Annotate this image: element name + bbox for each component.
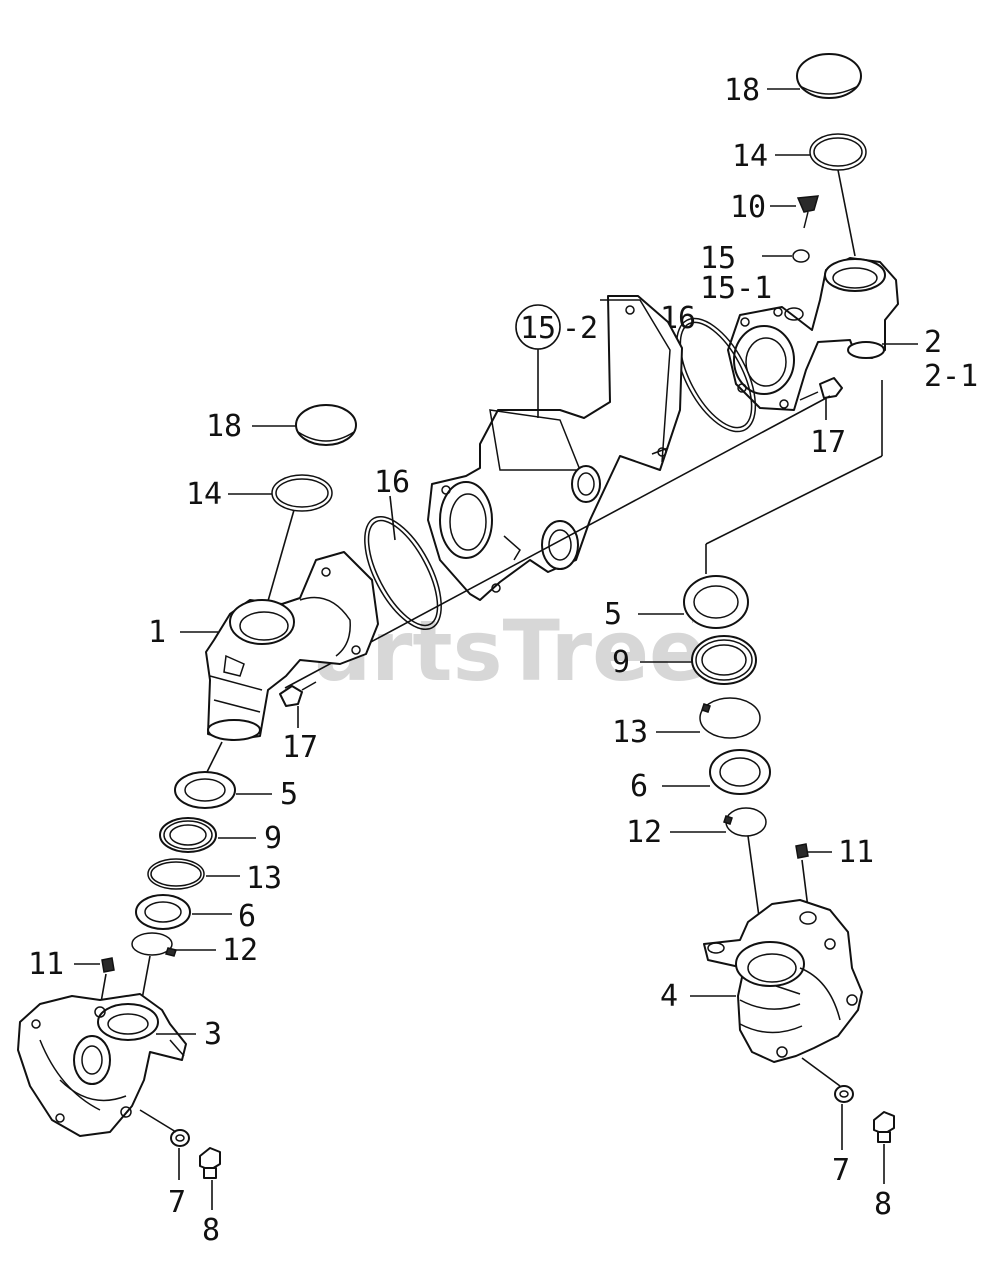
part-17-bolt-right[interactable] bbox=[799, 377, 843, 401]
label-3: 3 bbox=[204, 1017, 222, 1052]
part-7-washer-right[interactable] bbox=[834, 1085, 854, 1103]
part-11-plug-left[interactable] bbox=[101, 957, 115, 973]
label-13-right: 13 bbox=[612, 715, 648, 750]
part-3-lower-housing-left[interactable] bbox=[17, 993, 187, 1137]
part-13-snap-ring-left[interactable] bbox=[147, 858, 205, 890]
part-12-snap-ring-left[interactable] bbox=[131, 932, 177, 957]
label-4: 4 bbox=[660, 979, 678, 1014]
part-2-upper-housing-right[interactable] bbox=[727, 257, 899, 411]
part-6-seal-left[interactable] bbox=[135, 894, 191, 930]
part-18-cap-top[interactable] bbox=[796, 53, 862, 99]
part-16-gasket-right[interactable] bbox=[660, 306, 771, 444]
label-17-right: 17 bbox=[810, 425, 846, 460]
part-15-o-ring[interactable] bbox=[792, 249, 810, 263]
label-15: 15 bbox=[700, 241, 736, 276]
part-5-seal-left[interactable] bbox=[174, 771, 236, 809]
label-13-left: 13 bbox=[246, 861, 282, 896]
label-17-left: 17 bbox=[282, 730, 318, 765]
part-15-2-axle-tube[interactable] bbox=[427, 295, 683, 601]
label-9-right: 9 bbox=[612, 645, 630, 680]
label-5-left: 5 bbox=[280, 777, 298, 812]
part-5-seal-right[interactable] bbox=[683, 575, 749, 629]
label-7-left: 7 bbox=[168, 1185, 186, 1220]
part-9-bearing-right[interactable] bbox=[691, 635, 757, 685]
label-8-left: 8 bbox=[202, 1213, 220, 1248]
part-4-lower-housing-right[interactable] bbox=[703, 899, 863, 1063]
part-8-drain-bolt-left[interactable] bbox=[199, 1147, 221, 1179]
label-14-top: 14 bbox=[732, 139, 768, 174]
label-12-right: 12 bbox=[626, 815, 662, 850]
label-1: 1 bbox=[148, 615, 166, 650]
label-15-2-number: 15 bbox=[520, 311, 556, 346]
part-13-snap-ring-right[interactable] bbox=[699, 697, 761, 739]
label-6-left: 6 bbox=[238, 899, 256, 934]
label-6-right: 6 bbox=[630, 769, 648, 804]
label-15-2: 15 -2 bbox=[515, 304, 598, 350]
label-11-left: 11 bbox=[28, 947, 64, 982]
part-14-snap-ring-top[interactable] bbox=[809, 133, 867, 171]
part-6-seal-right[interactable] bbox=[709, 749, 771, 795]
label-9-left: 9 bbox=[264, 821, 282, 856]
label-16-left: 16 bbox=[374, 465, 410, 500]
part-9-bearing-left[interactable] bbox=[159, 817, 217, 853]
part-14-snap-ring-left[interactable] bbox=[271, 474, 333, 512]
label-11-right: 11 bbox=[838, 835, 874, 870]
part-11-plug-right[interactable] bbox=[795, 843, 809, 859]
label-18-left: 18 bbox=[206, 409, 242, 444]
label-15-1: 15-1 bbox=[700, 271, 772, 306]
part-17-bolt-left[interactable] bbox=[279, 681, 317, 707]
part-18-cap-left[interactable] bbox=[295, 404, 357, 446]
part-10-dipstick[interactable] bbox=[796, 195, 820, 229]
label-10: 10 bbox=[730, 190, 766, 225]
label-18-top: 18 bbox=[724, 73, 760, 108]
label-8-right: 8 bbox=[874, 1187, 892, 1222]
label-2: 2 bbox=[924, 325, 942, 360]
label-5-right: 5 bbox=[604, 597, 622, 632]
part-12-snap-ring-right[interactable] bbox=[723, 807, 767, 837]
part-1-upper-housing-left[interactable] bbox=[205, 551, 379, 741]
label-14-left: 14 bbox=[186, 477, 222, 512]
part-16-gasket-left[interactable] bbox=[349, 505, 457, 641]
part-8-drain-bolt-right[interactable] bbox=[873, 1111, 895, 1143]
label-15-2-suffix: -2 bbox=[562, 311, 598, 346]
label-2-1: 2-1 bbox=[924, 359, 978, 394]
label-12-left: 12 bbox=[222, 933, 258, 968]
part-7-washer-left[interactable] bbox=[170, 1129, 190, 1147]
label-7-right: 7 bbox=[832, 1153, 850, 1188]
